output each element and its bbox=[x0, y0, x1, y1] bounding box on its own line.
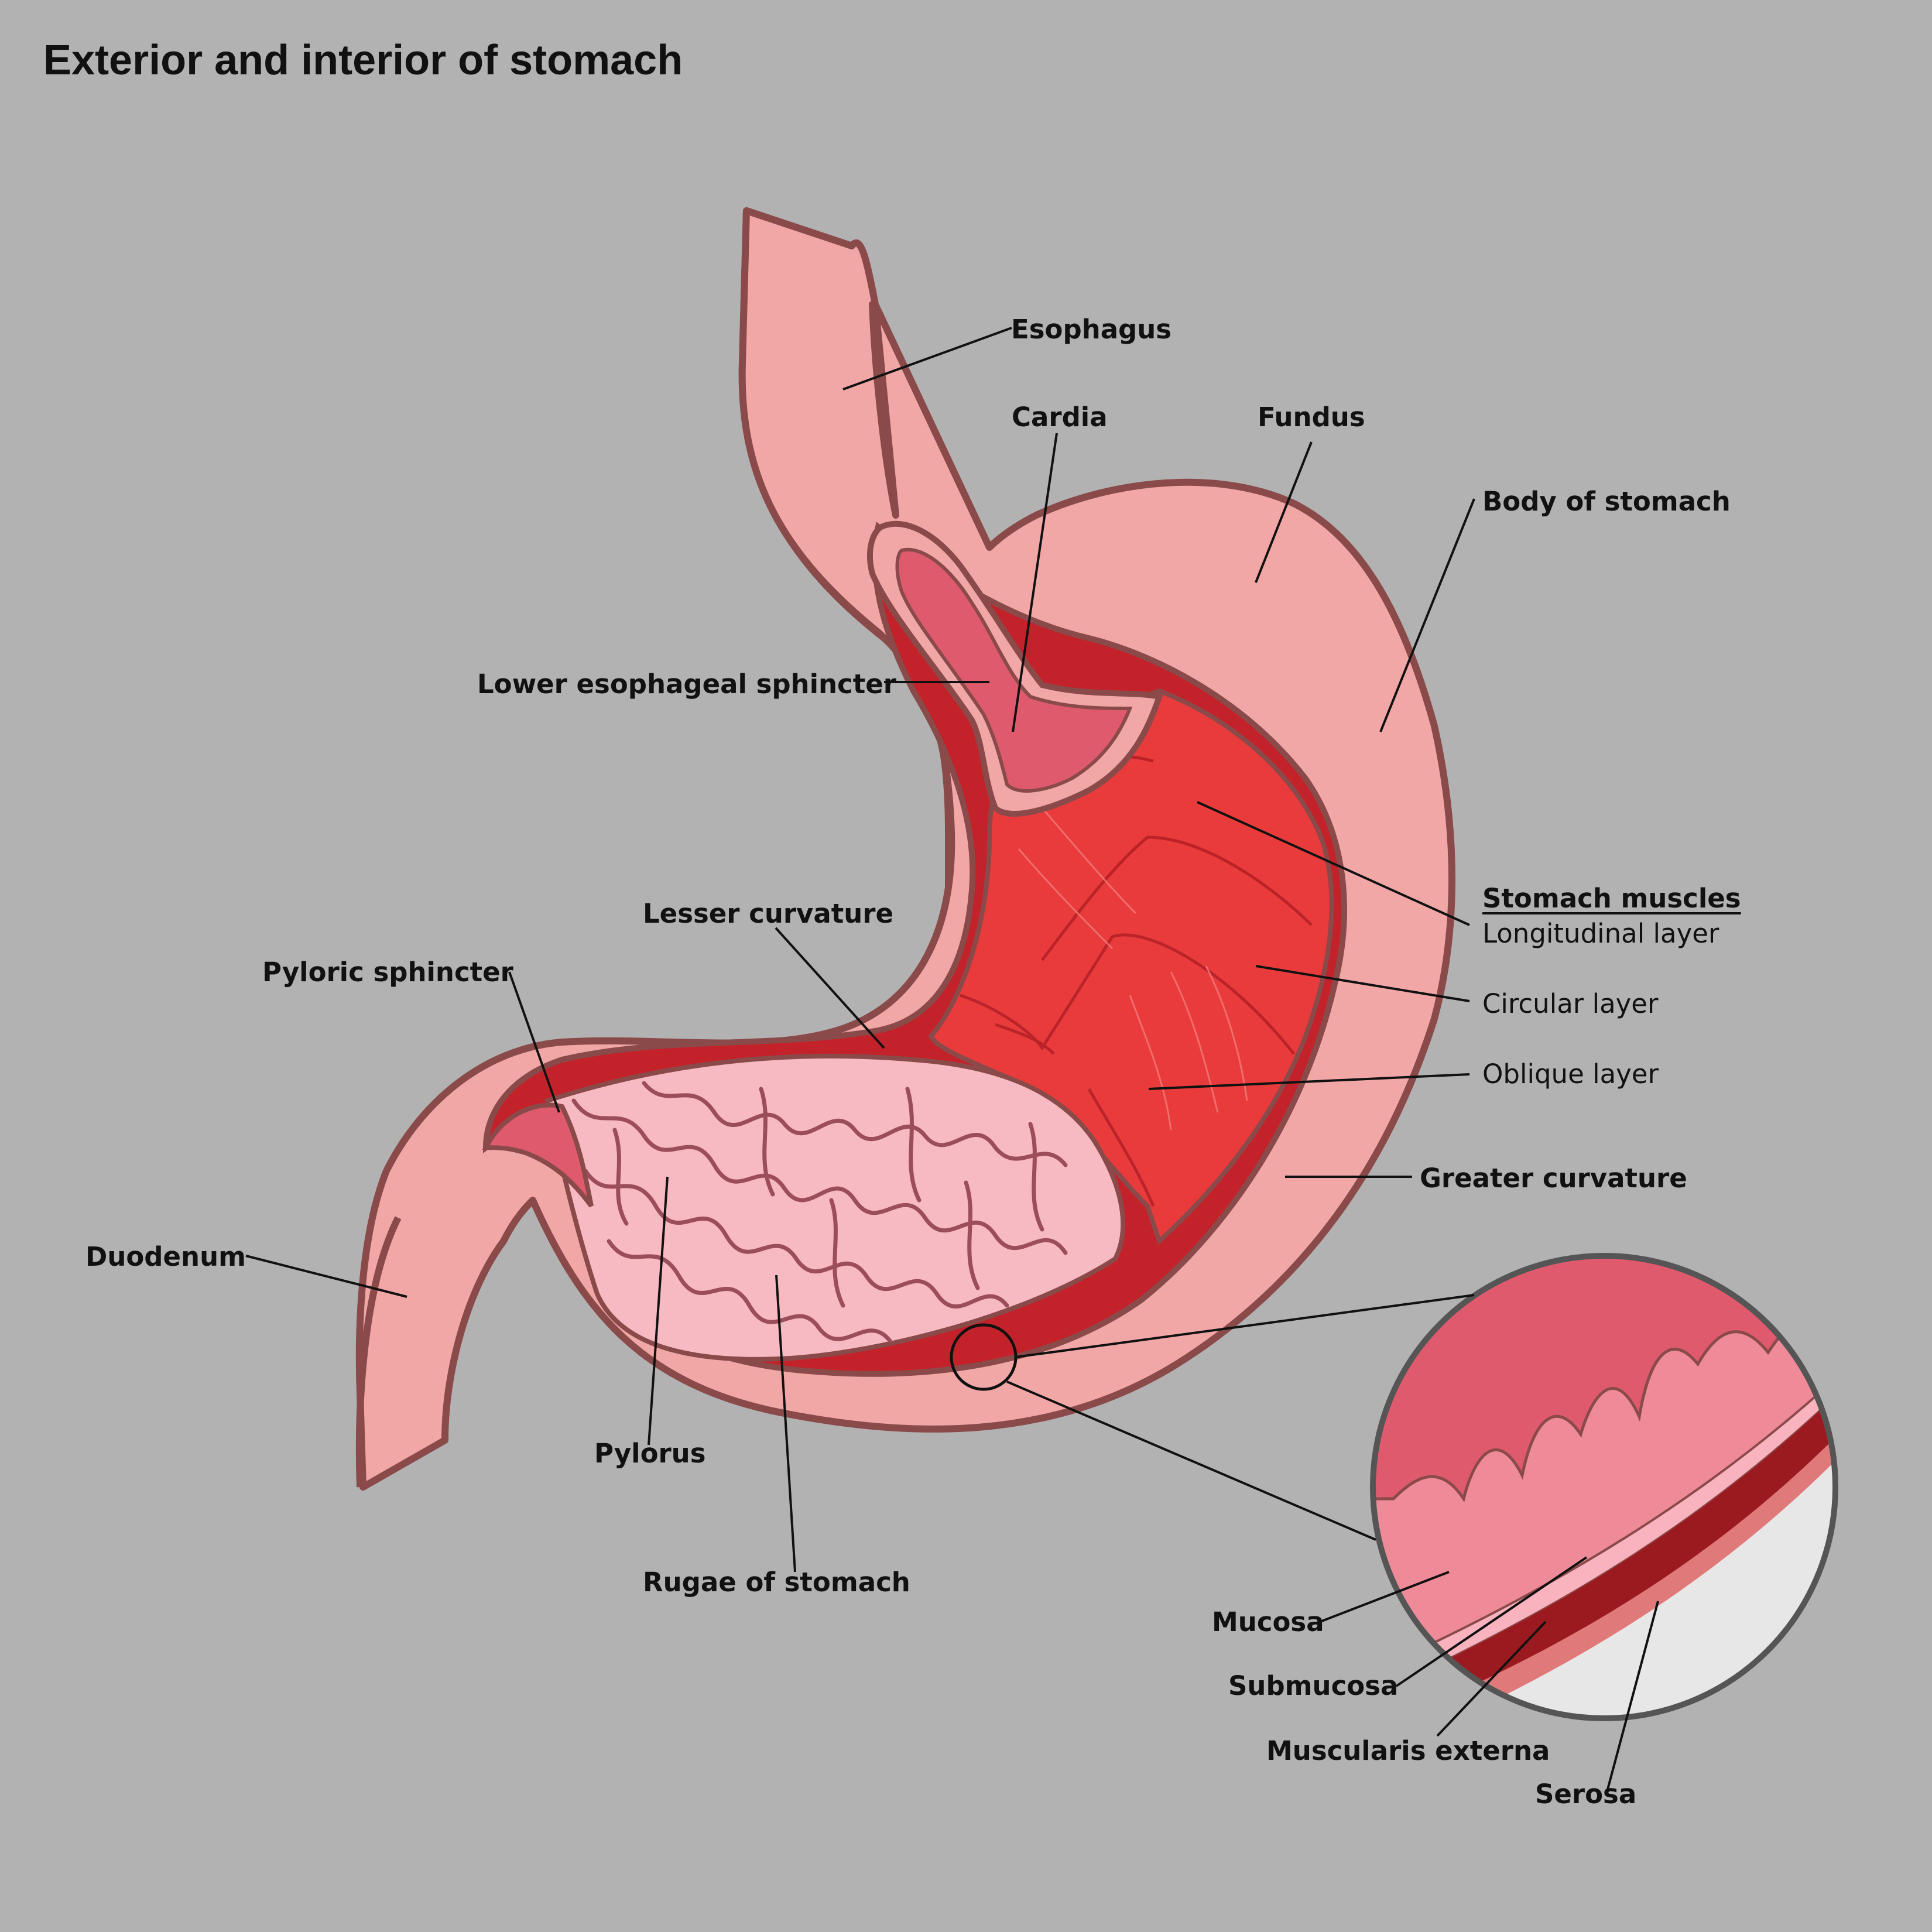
body-of-stomach-label: Body of stomach bbox=[1482, 486, 1731, 517]
greater-curvature-label: Greater curvature bbox=[1420, 1163, 1687, 1194]
longitudinal-layer-label: Longitudinal layer bbox=[1482, 918, 1719, 949]
lesser-curvature-label: Lesser curvature bbox=[643, 898, 894, 929]
pylorus-label: Pylorus bbox=[594, 1438, 706, 1469]
pyloric-canal bbox=[482, 1102, 594, 1208]
page-title: Exterior and interior of stomach bbox=[43, 37, 683, 84]
stomach-muscles-heading: Stomach muscles bbox=[1482, 883, 1741, 914]
cardia-label: Cardia bbox=[1012, 402, 1108, 433]
mucosa-label: Mucosa bbox=[1212, 1606, 1324, 1638]
lower-esophageal-sphincter-label: Lower esophageal sphincter bbox=[477, 669, 896, 700]
pyloric-sphincter-label: Pyloric sphincter bbox=[262, 957, 513, 988]
muscularis-externa-label: Muscularis externa bbox=[1266, 1735, 1550, 1766]
fundus-label: Fundus bbox=[1258, 402, 1365, 433]
oblique-layer-label: Oblique layer bbox=[1482, 1059, 1659, 1090]
circular-layer-label: Circular layer bbox=[1482, 988, 1659, 1019]
submucosa-label: Submucosa bbox=[1228, 1670, 1399, 1701]
serosa-label: Serosa bbox=[1535, 1779, 1637, 1810]
esophagus-label: Esophagus bbox=[1011, 314, 1172, 345]
duodenum-label: Duodenum bbox=[85, 1241, 246, 1272]
rugae-label: Rugae of stomach bbox=[643, 1567, 910, 1598]
